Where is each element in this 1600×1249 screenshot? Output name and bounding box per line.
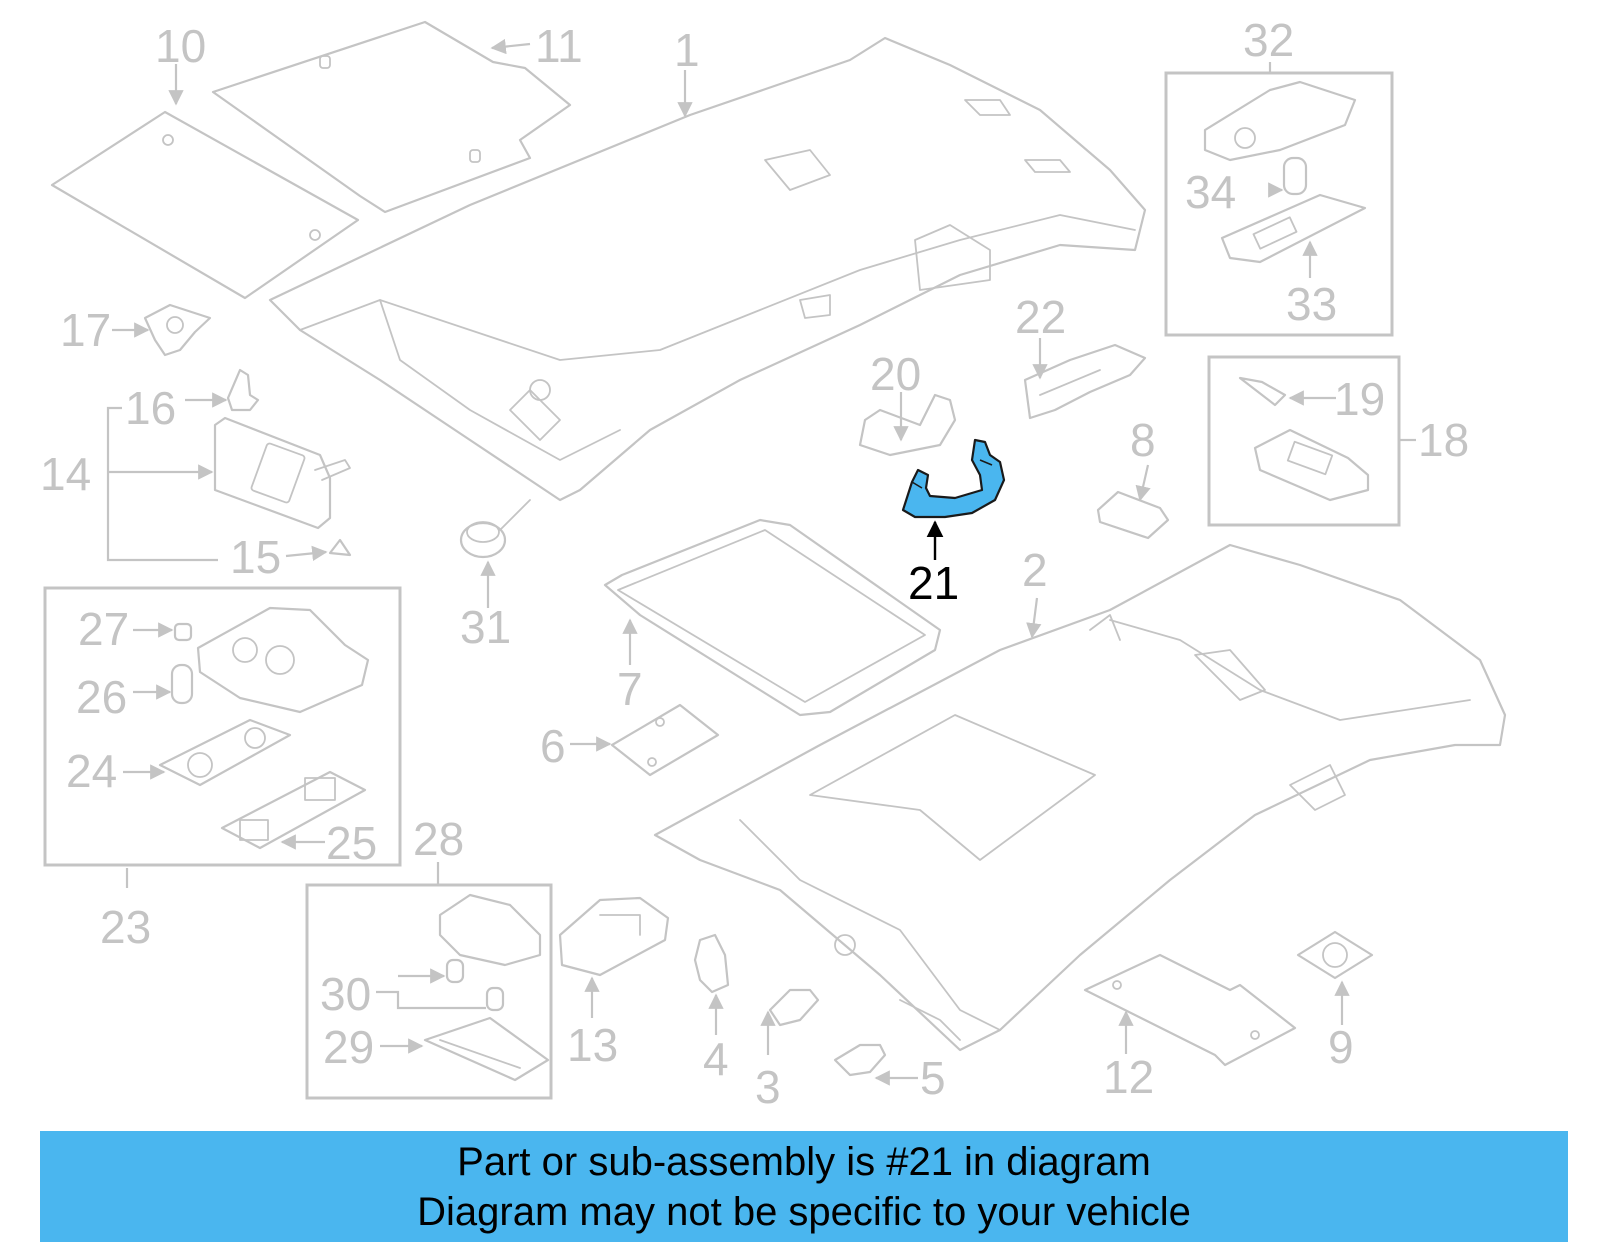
callout-29: 29: [323, 1021, 374, 1073]
callout-27: 27: [78, 603, 129, 655]
callout-34: 34: [1185, 166, 1236, 218]
part-21-grip-highlighted[interactable]: [901, 438, 1006, 519]
part-1-headliner: [268, 36, 1147, 502]
callout-9: 9: [1328, 1021, 1354, 1073]
info-banner: Part or sub-assembly is #21 in diagram D…: [40, 1131, 1568, 1242]
callout-17: 17: [60, 304, 111, 356]
callout-12: 12: [1103, 1051, 1154, 1103]
callout-18: 18: [1418, 414, 1469, 466]
callout-32: 32: [1243, 14, 1294, 66]
part-11-panel: [211, 20, 572, 214]
callout-33: 33: [1286, 278, 1337, 330]
part-13-cover: [558, 896, 670, 977]
part-15-clip: [328, 538, 352, 557]
callout-8: 8: [1130, 414, 1156, 466]
part-9-cap: [1296, 930, 1374, 980]
part-10-panel: [50, 110, 360, 300]
leader-lines: [106, 38, 1416, 1086]
callout-21: 21: [908, 557, 959, 609]
part-8-cover: [1096, 490, 1170, 540]
callout-31: 31: [460, 601, 511, 653]
callout-1: 1: [674, 24, 700, 76]
callout-25: 25: [326, 817, 377, 869]
part-22-bracket: [1023, 343, 1147, 420]
part-6-panel: [610, 703, 720, 777]
group-18: [1207, 355, 1401, 527]
callout-15: 15: [230, 531, 281, 583]
part-3-clip: [768, 988, 820, 1027]
callout-13: 13: [567, 1019, 618, 1071]
callout-26: 26: [76, 671, 127, 723]
callout-numbers: 10 11 1 32 34 33 17 16 14 15 31 22 20 19…: [40, 14, 1469, 1113]
callout-30: 30: [320, 968, 371, 1020]
group-23: [43, 586, 402, 867]
part-31-lamp: [459, 499, 531, 559]
callout-10: 10: [155, 20, 206, 72]
callout-20: 20: [870, 348, 921, 400]
callout-14: 14: [40, 448, 91, 500]
part-2-headliner: [653, 543, 1507, 1052]
banner-line-2: Diagram may not be specific to your vehi…: [417, 1189, 1191, 1234]
callout-22: 22: [1015, 291, 1066, 343]
part-14-sunvisor: [213, 416, 351, 530]
callout-4: 4: [703, 1033, 729, 1085]
callout-7: 7: [617, 663, 643, 715]
callout-11: 11: [535, 20, 583, 72]
callout-23: 23: [100, 901, 151, 953]
group-32: [1164, 71, 1394, 337]
callout-5: 5: [920, 1052, 946, 1104]
part-5-clip: [833, 1043, 887, 1077]
part-16-clip: [226, 368, 260, 412]
callout-24: 24: [66, 745, 117, 797]
part-17-clip: [143, 303, 212, 357]
part-4-clip: [693, 933, 730, 994]
callout-2: 2: [1022, 544, 1048, 596]
callout-28: 28: [413, 813, 464, 865]
callout-3: 3: [755, 1061, 781, 1113]
callout-6: 6: [540, 720, 566, 772]
group-28: [305, 883, 553, 1100]
part-12-panel: [1083, 953, 1297, 1067]
part-7-seal: [603, 518, 942, 717]
callout-19: 19: [1334, 373, 1385, 425]
part-20-grip: [858, 393, 957, 457]
callout-16: 16: [125, 382, 176, 434]
banner-line-1: Part or sub-assembly is #21 in diagram: [457, 1139, 1151, 1184]
